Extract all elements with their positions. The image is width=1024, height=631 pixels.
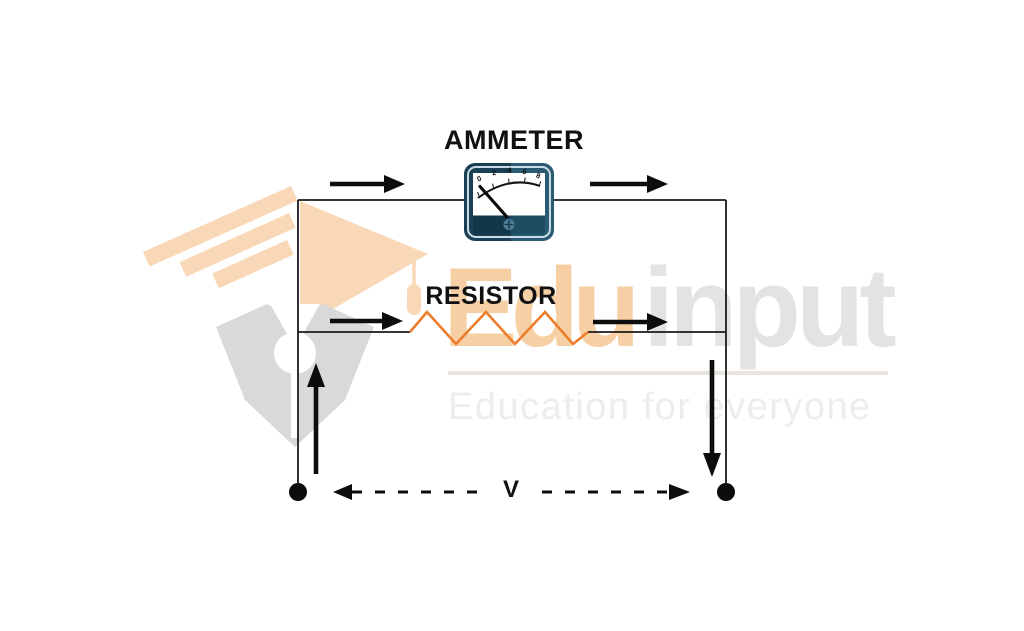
- ammeter-screw: [503, 219, 515, 230]
- current-arrow-middle-left: [330, 312, 403, 330]
- voltage-span-arrow: [333, 484, 690, 500]
- ammeter-needle: [478, 184, 509, 219]
- terminal-dot-left: [289, 483, 307, 501]
- ammeter-scale-4: 4: [508, 166, 512, 175]
- watermark-tagline: Education for everyone: [448, 386, 872, 428]
- tassel-knob: [407, 284, 421, 315]
- ammeter-label: AMMETER: [444, 125, 584, 155]
- circuit-wires: [297, 199, 727, 491]
- watermark-brand-primary: Edu: [443, 245, 641, 370]
- tassel-cord: [412, 256, 416, 288]
- resistor-label: RESISTOR: [425, 282, 557, 310]
- watermark-underline: [448, 371, 888, 375]
- voltage-arrowhead-right: [669, 484, 690, 500]
- ammeter-scale-ticks: [477, 177, 542, 197]
- current-arrow-middle-right: [593, 313, 668, 331]
- resistor-zigzag: [409, 310, 589, 346]
- current-arrow-right-down: [703, 360, 721, 477]
- ammeter-gauge-icon: 0 2 4 6 8: [464, 163, 554, 241]
- current-arrow-left-up: [307, 363, 325, 474]
- ammeter-scale-0: 0: [476, 174, 483, 184]
- current-arrow-top-right: [590, 175, 668, 193]
- voltage-arrowhead-left: [333, 484, 352, 500]
- ammeter-scale-8: 8: [535, 171, 542, 181]
- pen-nib-icon: [216, 304, 374, 447]
- watermark-brand-secondary: input: [643, 245, 897, 370]
- graduation-cap-icon: [143, 186, 428, 328]
- voltage-label: V: [502, 476, 519, 503]
- ammeter-scale-arc: [477, 181, 541, 199]
- ammeter-scale-2: 2: [491, 168, 497, 178]
- ammeter-scale-6: 6: [522, 167, 528, 177]
- ammeter-scale-numbers: 0 2 4 6 8: [476, 166, 542, 184]
- terminal-dot-right: [717, 483, 735, 501]
- current-arrow-top-left: [330, 175, 405, 193]
- current-arrows: [307, 175, 721, 477]
